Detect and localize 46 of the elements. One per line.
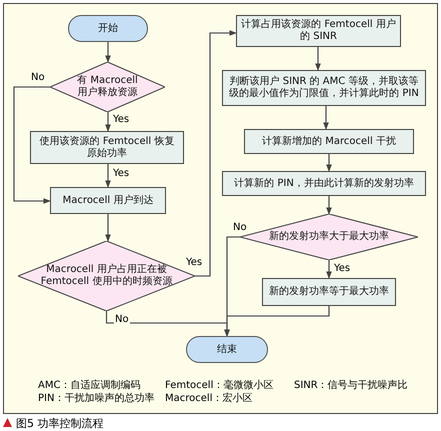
- process-text: 计算新的 PIN，并由此计算新的发射功率: [234, 178, 414, 190]
- arrow: [326, 260, 332, 279]
- arrow: [105, 164, 111, 188]
- arrow: [224, 306, 330, 337]
- arrow: [13, 86, 51, 204]
- edge-label: Yes: [112, 114, 130, 125]
- process-text: 判断该用户 SINR 的 AMC 等级，并取该等级的最小值作为门限值，并计算此时的 PIN: [228, 76, 420, 100]
- process-box: [236, 15, 401, 47]
- terminal-text: 开始: [98, 22, 118, 34]
- arrow: [105, 214, 111, 242]
- process-box: [262, 278, 396, 306]
- process-box: [30, 131, 184, 164]
- process-text: 使用该资源的 Femtocell 恢复原始功率: [38, 136, 176, 160]
- process-text: 计算占用该资源的 Femtocell 用户的 SINR: [241, 19, 396, 43]
- process-text: 新的发射功率等于最大功率: [269, 286, 389, 298]
- decision-text: 有 Macrocell 用户释放资源: [76, 75, 139, 99]
- legend-note: SINR：信号与干扰噪声比: [294, 378, 408, 392]
- arrow: [105, 112, 111, 132]
- arrow: [326, 154, 332, 172]
- decision-text: Macrocell 用户占用正在被 Femtocell 使用中的时频资源: [40, 264, 173, 288]
- edge-label: Yes: [112, 168, 130, 179]
- process-box: [50, 187, 166, 214]
- legend-note: PIN：干扰加噪声的总功率: [38, 392, 154, 405]
- process-box: [244, 129, 414, 154]
- arrow: [326, 196, 332, 215]
- edge-label: No: [232, 222, 248, 233]
- arrow: [105, 42, 111, 63]
- figure-caption: 图5 功率控制流程: [16, 416, 104, 431]
- process-box: [222, 70, 426, 106]
- legend-note: Macrocell：宏小区: [165, 392, 252, 405]
- arrow: [323, 106, 329, 130]
- arrow: [195, 30, 237, 277]
- process-text: Macrocell 用户到达: [62, 194, 154, 206]
- legend-note: AMC：自适应调制编码: [38, 378, 140, 392]
- process-text: 计算新增加的 Marcocell 干扰: [262, 136, 396, 148]
- terminal-text: 结束: [217, 344, 237, 356]
- edge-label: Yes: [185, 257, 204, 268]
- terminal-pill: [186, 336, 268, 363]
- arrow: [315, 47, 321, 71]
- edge-label: Yes: [333, 263, 352, 274]
- decision-text: 新的发射功率大于最大功率: [269, 231, 389, 243]
- edge-label: No: [114, 314, 130, 325]
- terminal-pill: [68, 15, 148, 42]
- edge-label: No: [30, 72, 46, 83]
- legend-note: Femtocell：毫微微小区: [165, 378, 274, 392]
- process-box: [222, 171, 426, 196]
